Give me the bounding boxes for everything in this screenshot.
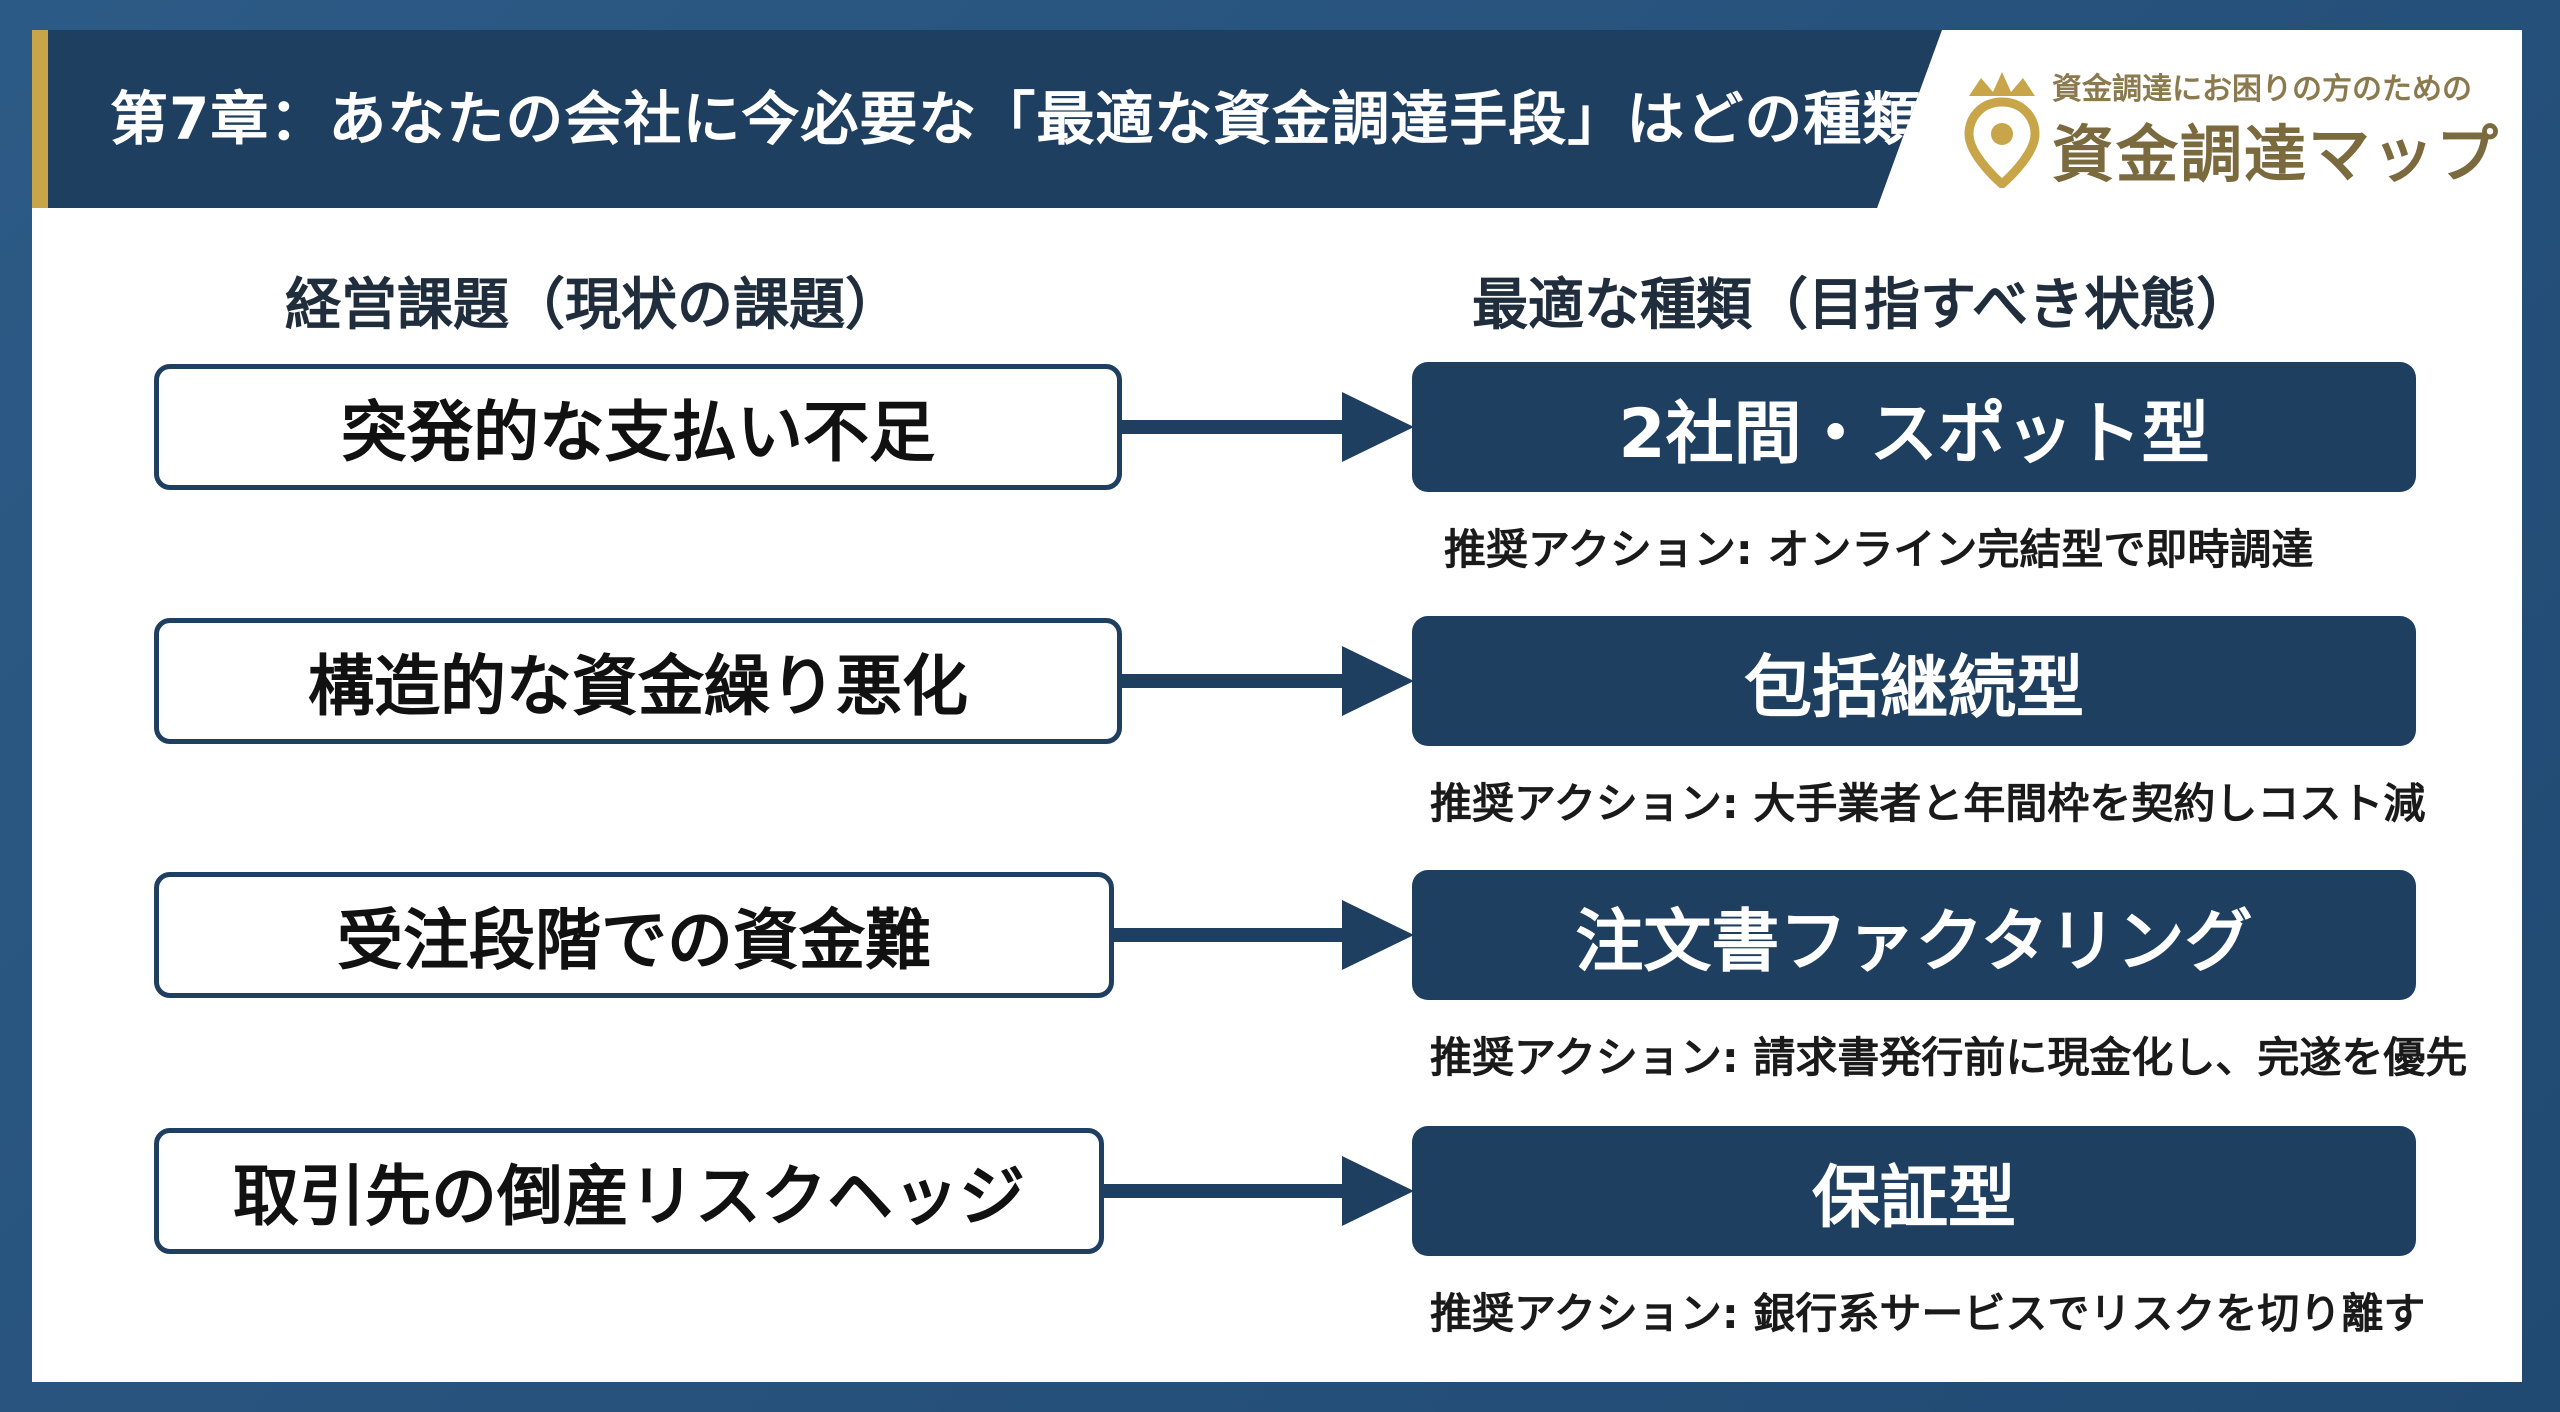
left-column-heading: 経営課題（現状の課題）: [285, 273, 901, 338]
slide-panel: 第7章：あなたの会社に今必要な「最適な資金調達手段」はどの種類か？ 資金調達にお…: [32, 30, 2522, 1382]
page-title: 第7章：あなたの会社に今必要な「最適な資金調達手段」はどの種類か？: [110, 85, 2040, 153]
logo: 資金調達にお困りの方のための 資金調達マップ: [1947, 60, 2507, 191]
header-gold-accent: [32, 30, 48, 208]
issue-box: 取引先の倒産リスクヘッジ: [154, 1128, 1104, 1254]
header-bar: 第7章：あなたの会社に今必要な「最適な資金調達手段」はどの種類か？: [32, 30, 1942, 208]
issue-box: 突発的な支払い不足: [154, 364, 1122, 490]
arrow-icon: [1104, 1156, 1414, 1226]
right-column-heading: 最適な種類（目指すべき状態）: [1472, 273, 2253, 338]
recommended-action: 推奨アクション: 銀行系サービスでリスクを切り離す: [1430, 1289, 2426, 1338]
issue-box: 構造的な資金繰り悪化: [154, 618, 1122, 744]
recommended-action: 推奨アクション: 大手業者と年間枠を契約しコスト減: [1430, 779, 2426, 828]
logo-subtitle: 資金調達にお困りの方のための: [2052, 72, 2472, 107]
arrow-icon: [1122, 392, 1414, 462]
result-box: 保証型: [1412, 1126, 2416, 1256]
recommended-action: 推奨アクション: オンライン完結型で即時調達: [1444, 525, 2314, 574]
issue-box: 受注段階での資金難: [154, 872, 1114, 998]
result-box: 注文書ファクタリング: [1412, 870, 2416, 1000]
arrow-icon: [1122, 646, 1414, 716]
logo-name: 資金調達マップ: [2052, 118, 2501, 191]
crown-pin-icon: [1964, 72, 2040, 188]
result-box: 2社間・スポット型: [1412, 362, 2416, 492]
arrow-icon: [1114, 900, 1414, 970]
result-box: 包括継続型: [1412, 616, 2416, 746]
recommended-action: 推奨アクション: 請求書発行前に現金化し、完遂を優先: [1430, 1033, 2468, 1082]
